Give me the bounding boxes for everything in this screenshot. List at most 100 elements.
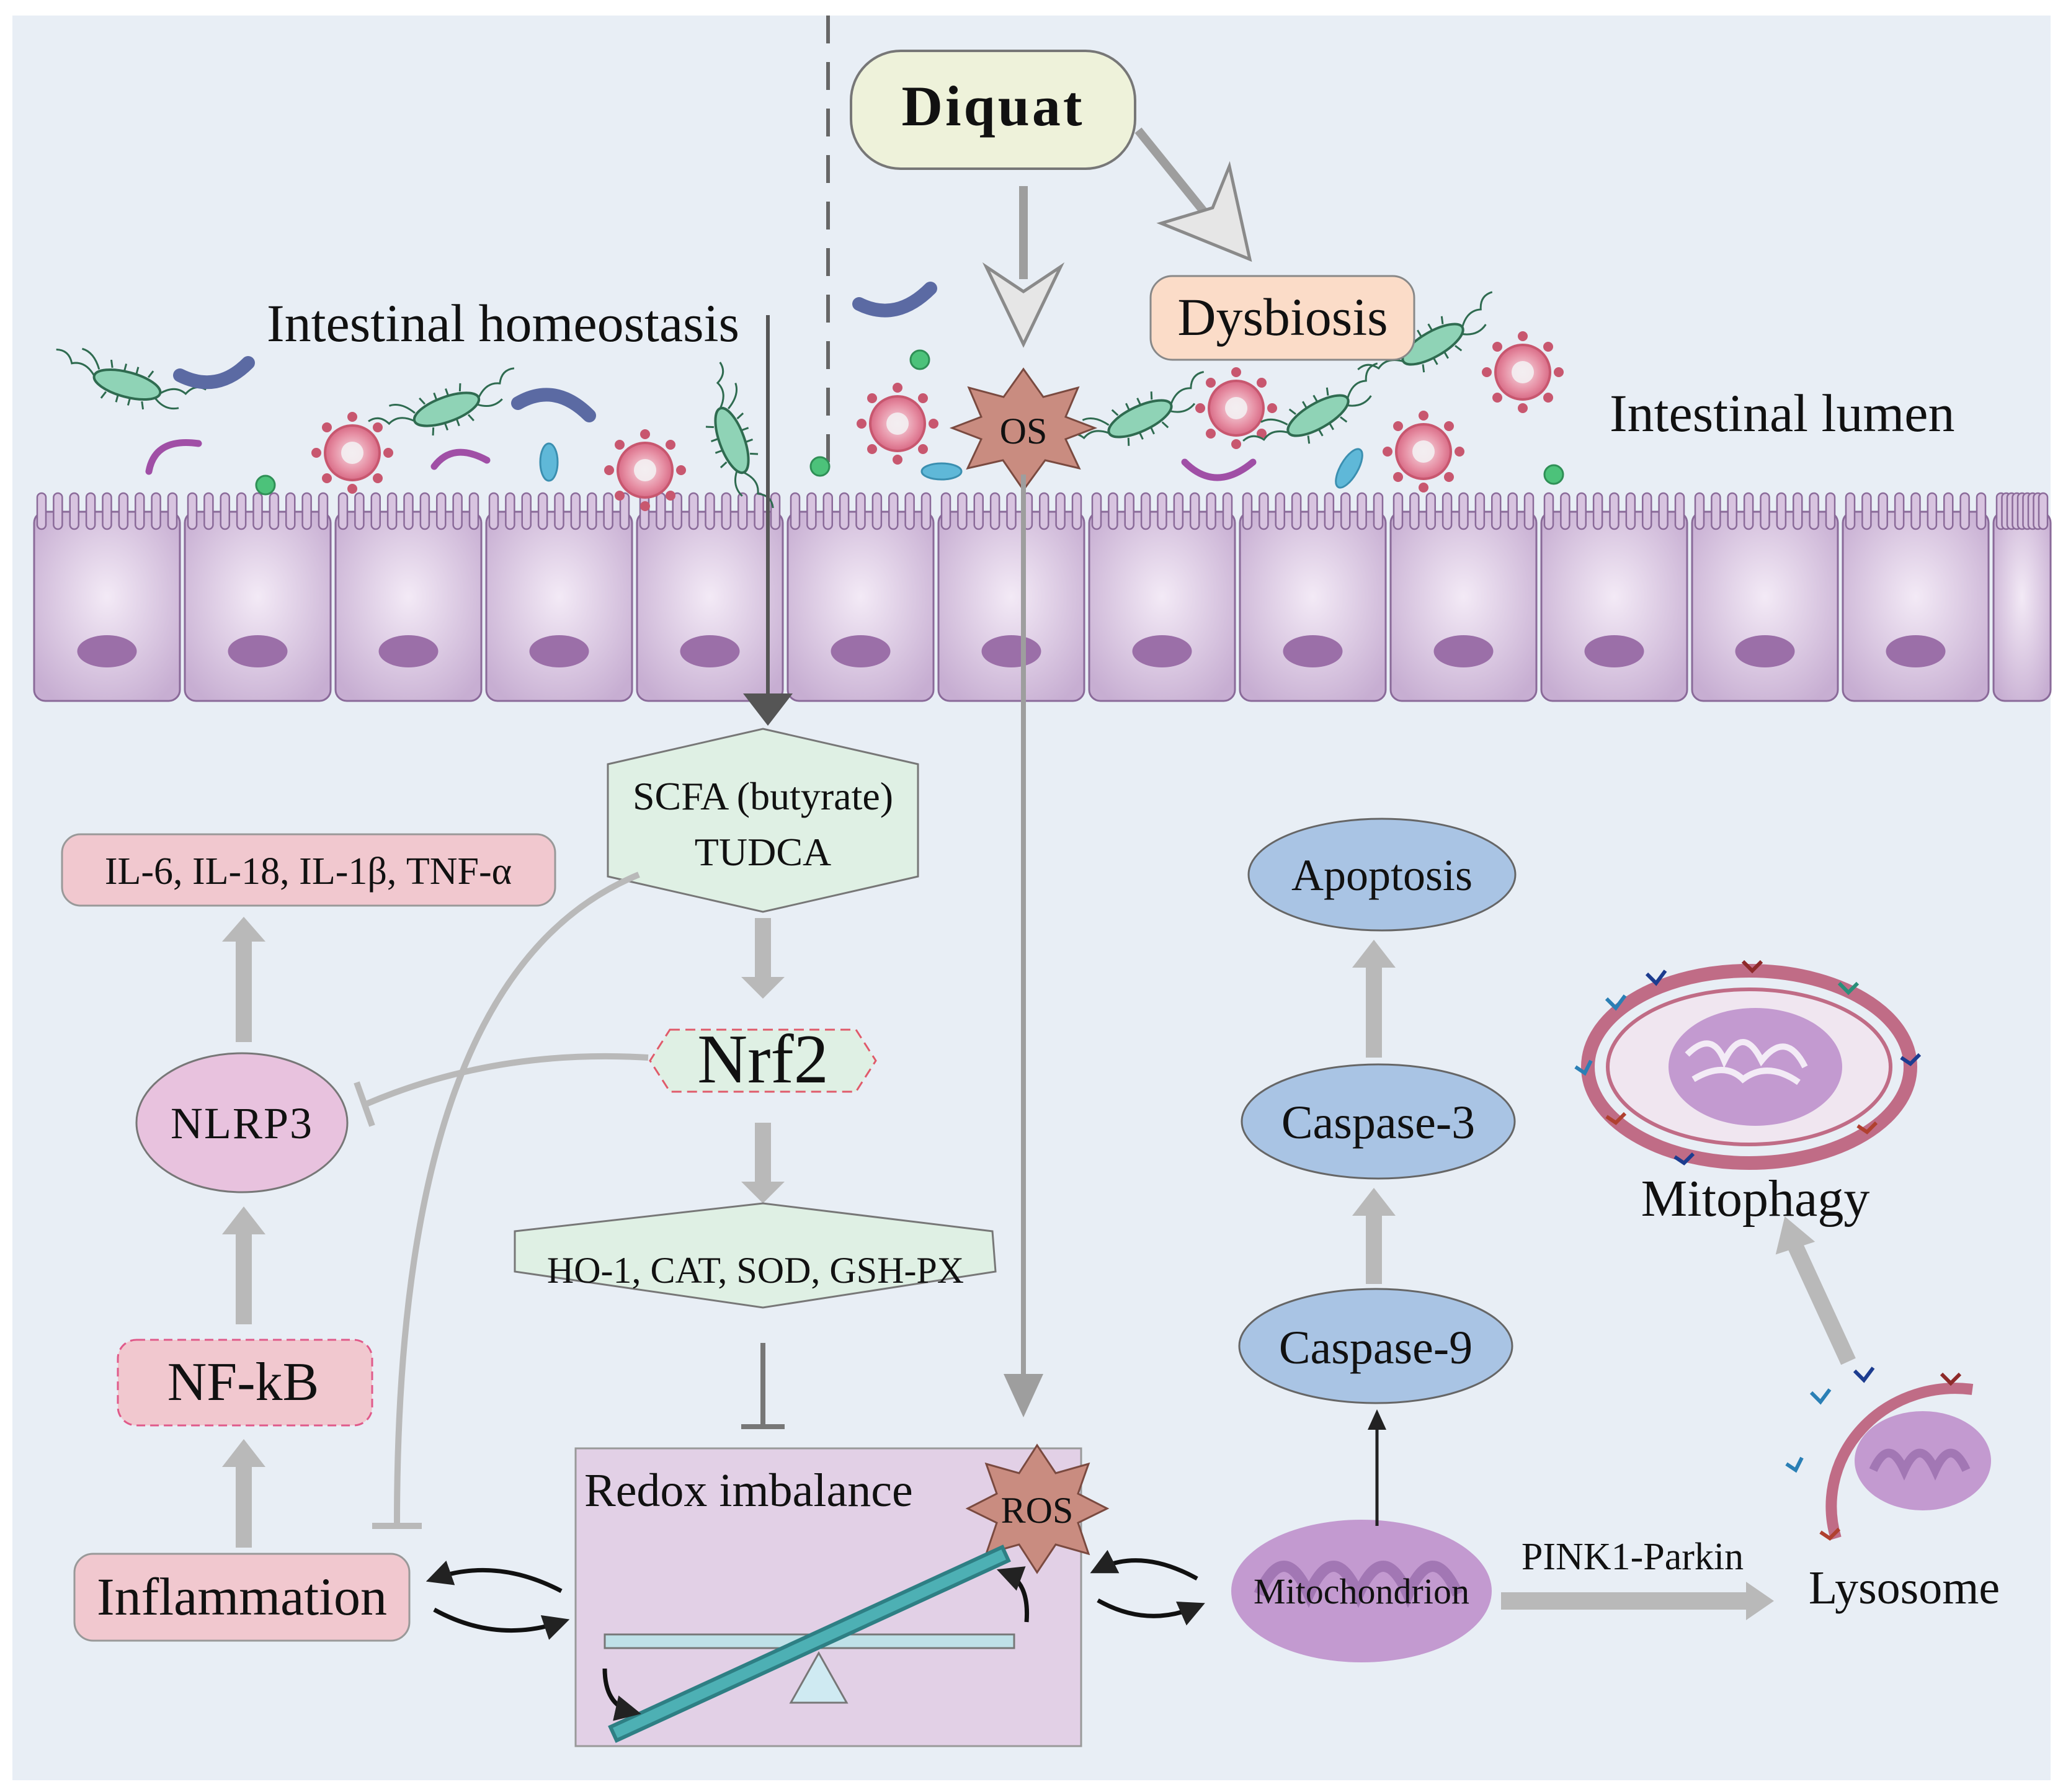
microvillus	[904, 492, 915, 530]
epithelial-cell	[1842, 510, 1990, 702]
microvillus	[1425, 492, 1436, 530]
microvillus	[920, 492, 932, 530]
inflammation-redox-cycle-arrows	[426, 1560, 570, 1640]
microvillus	[1959, 492, 1970, 530]
microvillus	[537, 492, 548, 530]
cell-nucleus	[1283, 635, 1343, 667]
microvillus	[1674, 492, 1685, 530]
microvillus	[839, 492, 850, 530]
microvillus	[822, 492, 833, 530]
microvillus	[1124, 492, 1134, 530]
cell-nucleus	[228, 635, 288, 667]
mitochondrion-icon	[1231, 1520, 1492, 1662]
microvillus	[53, 492, 63, 530]
microvillus	[721, 492, 732, 530]
epithelial-cell	[485, 510, 633, 702]
microvillus	[855, 492, 866, 530]
microvillus	[135, 492, 145, 530]
os-label: OS	[1000, 411, 1048, 452]
nrf2-label: Nrf2	[697, 1021, 828, 1098]
microvillus	[102, 492, 112, 530]
microvillus	[1609, 492, 1620, 530]
cytokines-box	[61, 833, 556, 907]
microvillus	[1658, 492, 1669, 530]
microvillus	[436, 492, 447, 530]
microvillus	[1642, 492, 1652, 530]
microvillus	[806, 492, 817, 530]
microvillus	[1727, 492, 1737, 530]
caspase3-label: Caspase-3	[1281, 1097, 1475, 1149]
ros-label: ROS	[1001, 1490, 1074, 1531]
microvillus	[737, 492, 748, 530]
ros-star	[965, 1443, 1110, 1574]
microvillus	[1809, 492, 1819, 530]
mitochondrion-label: Mitochondrion	[1254, 1571, 1469, 1611]
redox-imbalance-label: Redox imbalance	[584, 1464, 913, 1517]
microvillus	[1743, 492, 1754, 530]
inflammation-box	[73, 1553, 411, 1642]
microvillus	[1006, 492, 1017, 530]
dysbiosis-box	[1149, 275, 1415, 361]
scfa-label-line1: SCFA (butyrate)	[633, 774, 893, 818]
microvillus	[1760, 492, 1770, 530]
redox-mito-cycle-arrows	[1090, 1549, 1205, 1626]
microvillus	[337, 492, 349, 530]
apoptosis-node	[1247, 818, 1517, 932]
nfkb-to-nlrp3-arrow	[222, 1206, 265, 1324]
microvillus	[1507, 492, 1518, 530]
diquat-to-os-arrow	[982, 186, 1065, 348]
mito-to-caspase9-arrow	[1368, 1409, 1386, 1526]
cell-nucleus	[1584, 635, 1644, 667]
microvillus	[1793, 492, 1803, 530]
microvillus	[957, 492, 968, 530]
microvillus	[236, 492, 247, 530]
microvillus	[1474, 492, 1486, 530]
microvillus	[973, 492, 984, 530]
lysosome-to-mitophagy-arrow	[1775, 1216, 1856, 1365]
mitophagy-icon	[1574, 960, 1922, 1170]
microvillus	[1491, 492, 1502, 530]
microvillus	[151, 492, 161, 530]
inflammation-label: Inflammation	[97, 1567, 387, 1626]
microvillus	[203, 492, 214, 530]
microvillus	[1625, 492, 1636, 530]
microvillus	[989, 492, 1000, 530]
nlrp3-label: NLRP3	[171, 1099, 313, 1148]
microvillus	[521, 492, 532, 530]
diquat-box	[850, 50, 1136, 170]
microvillus	[505, 492, 515, 530]
microvillus	[1878, 492, 1888, 530]
microvillus	[1976, 492, 1987, 530]
lysosome-label: Lysosome	[1809, 1562, 2000, 1614]
cell-nucleus	[981, 635, 1041, 667]
microvillus	[1776, 492, 1787, 530]
epithelial-cell	[1992, 510, 2052, 702]
mito-to-lysosome-arrow	[1501, 1582, 1774, 1620]
microvillus	[619, 492, 630, 530]
microvillus	[1943, 492, 1954, 530]
microvillus	[1259, 492, 1269, 530]
microvillus	[1157, 492, 1167, 530]
microvillus	[1039, 492, 1049, 530]
microvillus	[587, 492, 597, 530]
microvillus	[688, 492, 699, 530]
antioxidants-hexagon	[514, 1202, 997, 1309]
microvillus	[570, 492, 581, 530]
microvillus	[1291, 492, 1302, 530]
microvillus	[468, 492, 479, 530]
cell-nucleus	[680, 635, 740, 667]
microvillus	[888, 492, 899, 530]
microvillus	[452, 492, 463, 530]
nrf2-inhibit-nlrp3	[354, 1053, 649, 1127]
microvillus	[871, 492, 883, 530]
microvillus	[1091, 492, 1102, 530]
intestinal-lumen-label: Intestinal lumen	[1610, 383, 1954, 443]
microvillus	[1392, 492, 1404, 530]
microvillus	[770, 492, 781, 530]
microvillus	[386, 492, 398, 530]
microvillus	[1523, 492, 1535, 530]
microvillus	[603, 492, 613, 530]
microvillus	[1560, 492, 1571, 530]
microvillus	[220, 492, 230, 530]
